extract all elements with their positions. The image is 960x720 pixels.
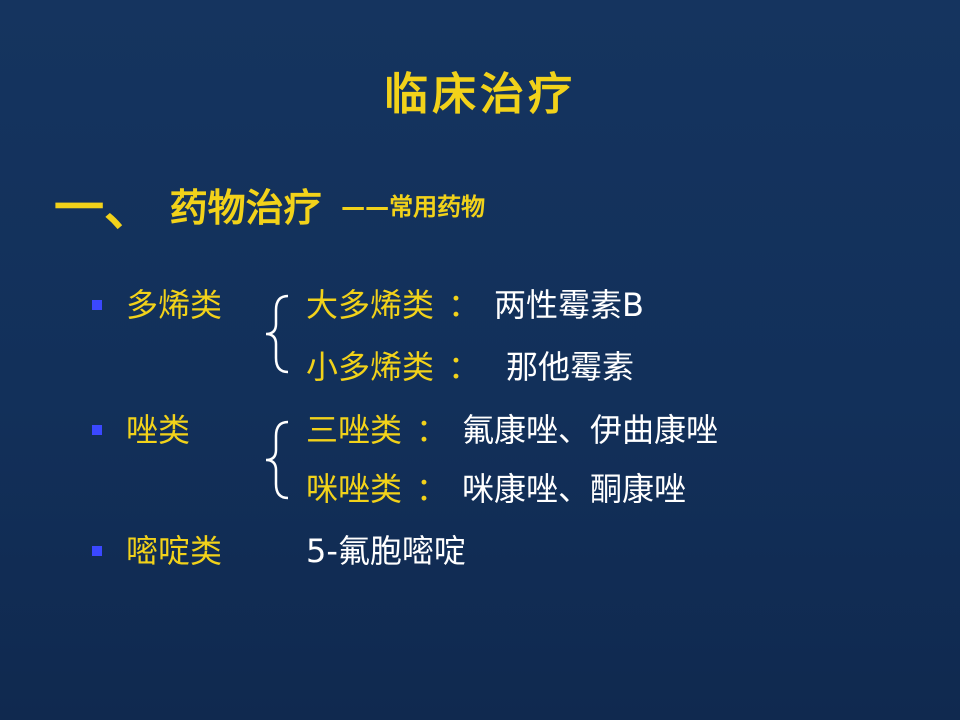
subgroup-row: 三唑类 ： 氟康唑、伊曲康唑 xyxy=(306,410,718,450)
separator: ： xyxy=(448,348,481,386)
subgroup-name: 大多烯类 xyxy=(306,286,435,324)
separator: ： xyxy=(448,286,481,324)
category-azole: 唑类 xyxy=(126,411,191,449)
section-number: 一、 xyxy=(54,179,154,237)
subgroup-name: 小多烯类 xyxy=(306,348,435,386)
bullet-icon xyxy=(92,425,102,435)
subgroup-name: 三唑类 xyxy=(306,411,403,449)
category-pyrimidine: 嘧啶类 xyxy=(126,532,223,570)
drug-list: 5-氟胞嘧啶 xyxy=(306,532,466,570)
section-title: 药物治疗 xyxy=(169,185,322,230)
slide-title: 临床治疗 xyxy=(384,69,576,120)
subgroup-name: 咪唑类 xyxy=(306,470,403,508)
brace-icon xyxy=(265,294,289,374)
subgroup-row: 咪唑类 ： 咪康唑、酮康唑 xyxy=(306,469,686,509)
separator: ： xyxy=(416,470,449,508)
subgroup-row: 大多烯类 ： 两性霉素B xyxy=(306,285,644,325)
section-subtitle: ——常用药物 xyxy=(341,192,486,221)
drug-list: 氟康唑、伊曲康唑 xyxy=(462,411,719,449)
subgroup-row: 小多烯类 ： 那他霉素 xyxy=(306,347,634,387)
category-polyene: 多烯类 xyxy=(126,286,223,324)
bullet-icon xyxy=(92,300,102,310)
section-heading: 一、 药物治疗 ——常用药物 xyxy=(54,168,485,240)
drug-list: 两性霉素B xyxy=(494,286,644,324)
brace-icon xyxy=(265,420,289,500)
drug-list: 咪康唑、酮康唑 xyxy=(462,470,687,508)
bullet-icon xyxy=(92,546,102,556)
drug-list: 那他霉素 xyxy=(506,348,635,386)
separator: ： xyxy=(416,411,449,449)
